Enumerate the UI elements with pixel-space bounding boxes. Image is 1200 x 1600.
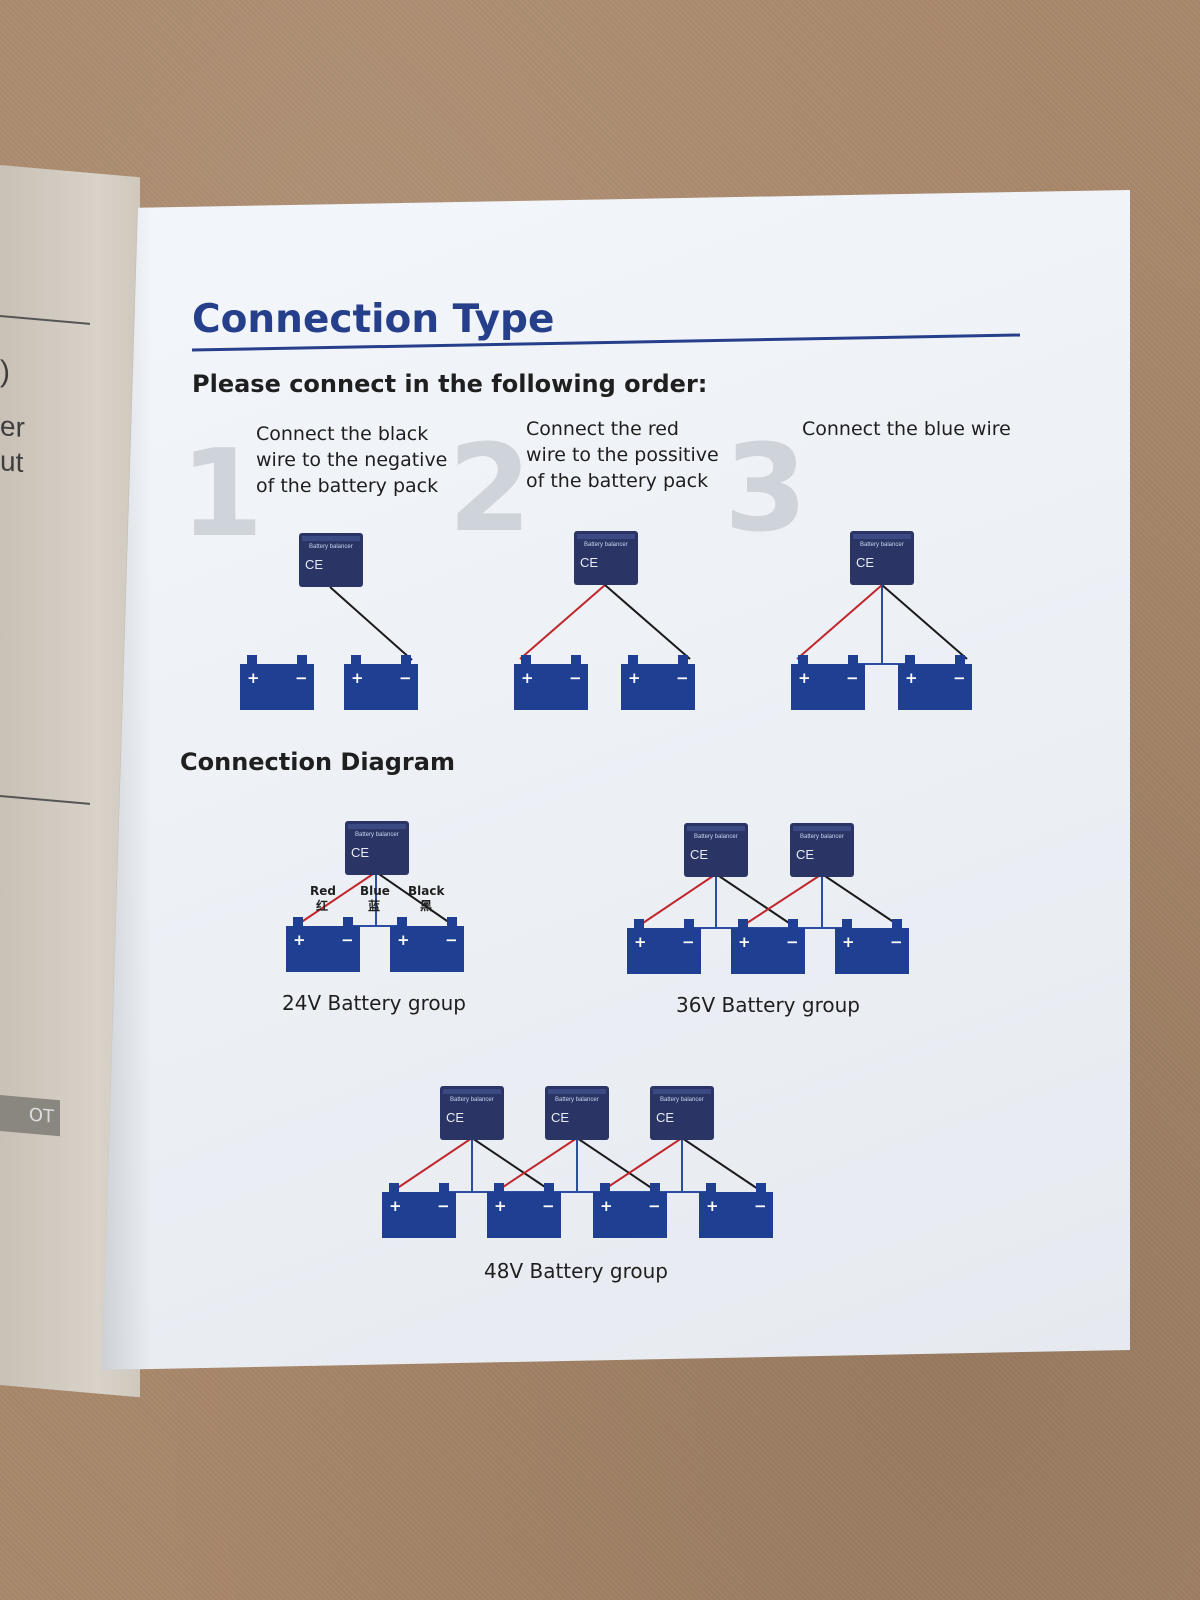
red-wire — [499, 1137, 578, 1190]
battery — [514, 655, 588, 710]
step-3-line: Connect the blue wire — [802, 418, 1011, 440]
diagram-36v: 36V Battery group — [627, 823, 909, 1017]
step-2-line: wire to the possitive — [526, 444, 719, 466]
balancer-module — [299, 533, 363, 587]
black-wire — [715, 873, 793, 926]
black-wire — [375, 871, 451, 924]
balancer-module — [850, 531, 914, 585]
step-number-1: 1 — [180, 425, 264, 564]
black-wire — [881, 584, 968, 660]
page-subtitle: Please connect in the following order: — [192, 370, 707, 398]
balancer-module — [650, 1086, 714, 1140]
battery — [791, 655, 865, 710]
black-wire — [604, 584, 691, 660]
step-1-diagram — [240, 533, 418, 710]
step-3-diagram — [791, 531, 972, 710]
black-wire — [576, 1137, 654, 1190]
wire-label-black: Black — [408, 884, 445, 898]
group-label-48v: 48V Battery group — [484, 1259, 668, 1283]
battery — [835, 919, 909, 974]
red-wire — [519, 584, 606, 660]
red-wire — [796, 584, 883, 660]
wire-label-red: Red — [310, 884, 336, 898]
balancer-module — [790, 823, 854, 877]
step-2-line: Connect the red — [526, 418, 679, 440]
battery — [621, 655, 695, 710]
battery — [390, 917, 464, 972]
diagram-48v: 48V Battery group — [382, 1086, 773, 1283]
wire-label-black-cn: 黑 — [420, 899, 432, 913]
red-wire — [299, 871, 377, 924]
wire-label-blue: Blue — [360, 884, 390, 898]
diagram-24v: Red 红 Blue 蓝 Black 黑 24V Battery group — [282, 821, 466, 1015]
step-number-2: 2 — [448, 420, 532, 559]
battery — [344, 655, 418, 710]
battery — [240, 655, 314, 710]
battery — [898, 655, 972, 710]
balancer-module — [345, 821, 409, 875]
balancer-module — [684, 823, 748, 877]
manual-page — [102, 190, 1130, 1370]
step-1-line: Connect the black — [256, 423, 428, 445]
battery — [699, 1183, 773, 1238]
step-2-diagram — [514, 531, 695, 710]
battery — [286, 917, 360, 972]
page-title: Connection Type — [192, 297, 554, 342]
battery — [627, 919, 701, 974]
group-label-36v: 36V Battery group — [676, 993, 860, 1017]
black-wire — [681, 1137, 759, 1190]
black-wire — [329, 586, 413, 661]
step-number-3: 3 — [724, 420, 808, 559]
step-1-line: wire to the negative — [256, 449, 447, 471]
wire-label-red-cn: 红 — [316, 898, 328, 913]
balancer-module — [440, 1086, 504, 1140]
step-1-line: of the battery pack — [256, 475, 438, 497]
group-label-24v: 24V Battery group — [282, 991, 466, 1015]
balancer-module — [545, 1086, 609, 1140]
wire-label-blue-cn: 蓝 — [368, 898, 380, 913]
section-title: Connection Diagram — [180, 748, 455, 776]
red-wire — [395, 1137, 473, 1190]
balancer-module — [574, 531, 638, 585]
red-wire — [604, 1137, 683, 1190]
title-underline — [191, 333, 1021, 352]
step-2-line: of the battery pack — [526, 470, 708, 492]
black-wire — [821, 873, 899, 926]
black-wire — [471, 1137, 549, 1190]
battery — [382, 1183, 456, 1238]
red-wire — [743, 873, 823, 926]
red-wire — [639, 873, 717, 926]
